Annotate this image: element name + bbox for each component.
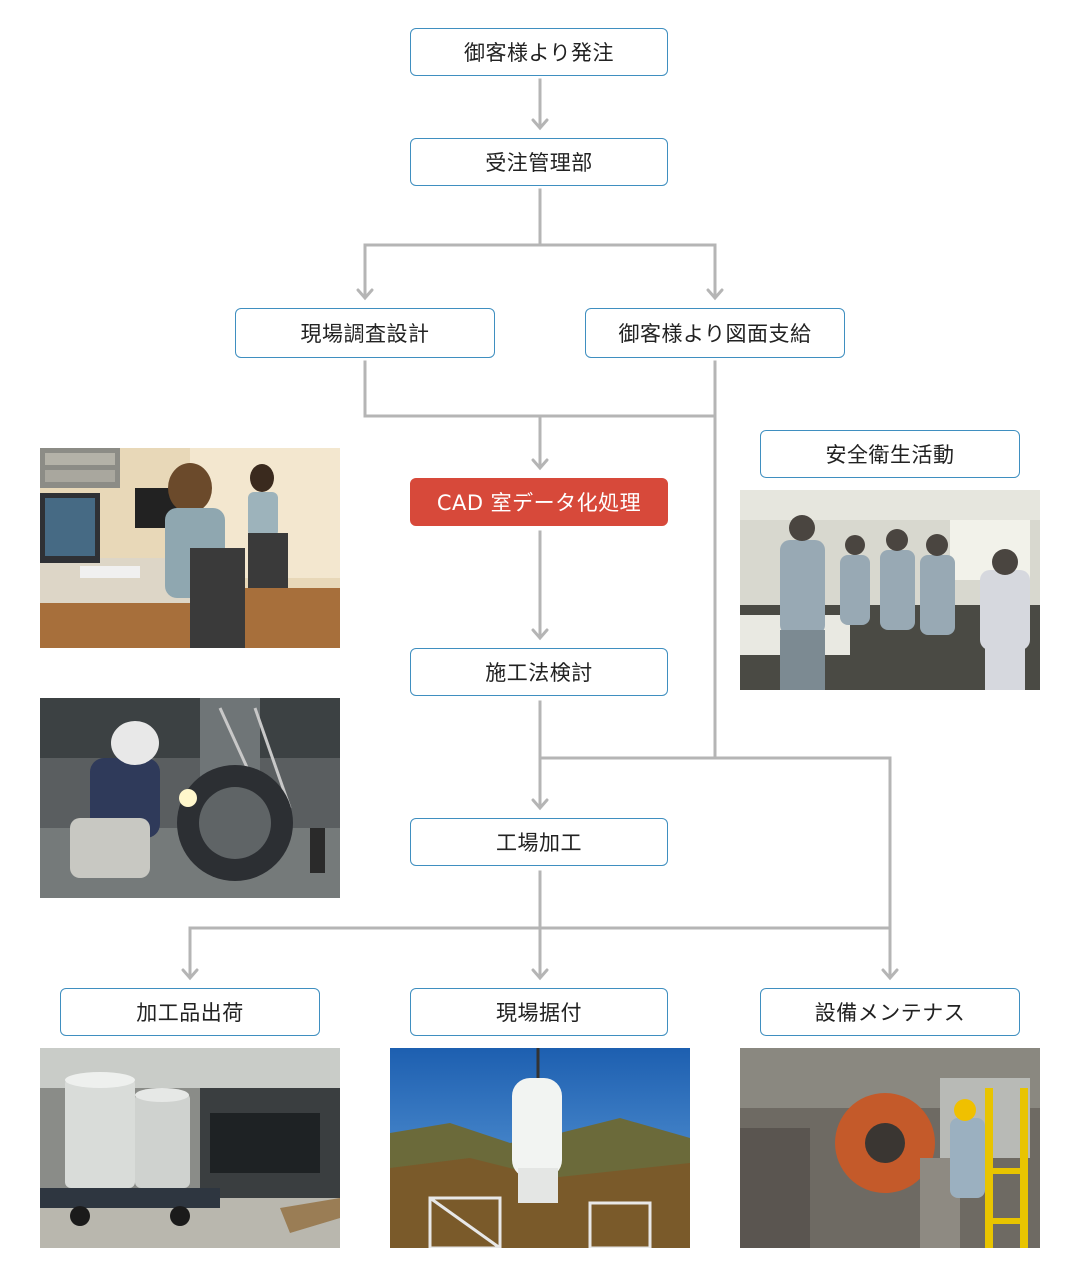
node-customer-order: 御客様より発注 <box>410 28 668 76</box>
node-label: 現場据付 <box>496 1001 582 1025</box>
node-site-installation: 現場据付 <box>410 988 668 1036</box>
node-label: 工場加工 <box>496 831 582 855</box>
node-label: 受注管理部 <box>485 151 593 175</box>
node-factory-processing: 工場加工 <box>410 818 668 866</box>
node-label: 設備メンテナス <box>814 1001 966 1025</box>
installation-photo <box>390 1048 690 1248</box>
node-method-review: 施工法検討 <box>410 648 668 696</box>
node-label: 御客様より図面支給 <box>618 322 812 346</box>
shipping-photo <box>40 1048 340 1248</box>
node-drawing-supply: 御客様より図面支給 <box>585 308 845 358</box>
maintenance-photo <box>740 1048 1040 1248</box>
node-product-shipping: 加工品出荷 <box>60 988 320 1036</box>
node-site-survey: 現場調査設計 <box>235 308 495 358</box>
welding-photo <box>40 698 340 898</box>
node-safety-activities: 安全衛生活動 <box>760 430 1020 478</box>
office-cad-photo <box>40 448 340 648</box>
node-label: 御客様より発注 <box>463 41 615 65</box>
node-cad-processing: CAD 室データ化処理 <box>410 478 668 526</box>
node-label: CAD 室データ化処理 <box>436 491 642 515</box>
node-label: 安全衛生活動 <box>825 443 955 467</box>
node-label: 施工法検討 <box>485 661 593 685</box>
node-order-management: 受注管理部 <box>410 138 668 186</box>
node-label: 現場調査設計 <box>300 322 430 346</box>
node-maintenance: 設備メンテナス <box>760 988 1020 1036</box>
safety-meeting-photo <box>740 490 1040 690</box>
node-label: 加工品出荷 <box>136 1001 244 1025</box>
